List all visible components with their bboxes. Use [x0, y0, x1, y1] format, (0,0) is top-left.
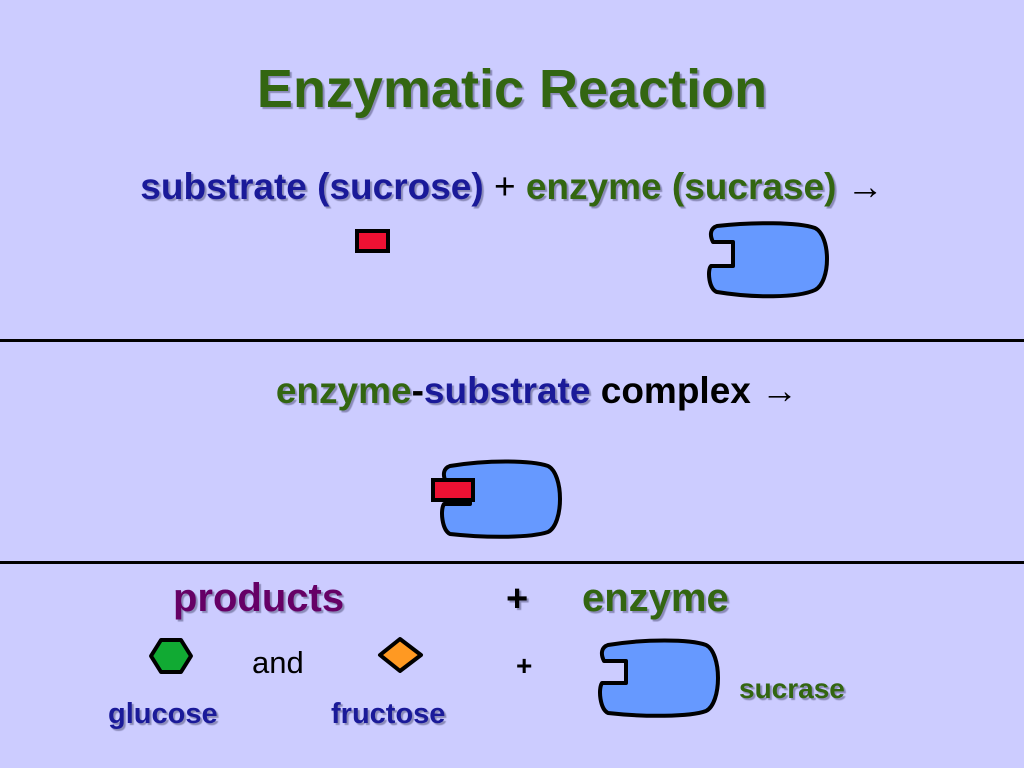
plus-sign: +	[493, 166, 516, 207]
fructose-shape	[378, 637, 423, 673]
equation-substrate-enzyme: substrate (sucrose) + enzyme (sucrase) →	[0, 166, 1024, 208]
reaction-arrow: →	[846, 166, 884, 207]
enzyme-label: enzyme (sucrase)	[525, 166, 837, 207]
products-label: products	[173, 576, 345, 620]
equation-complex: enzyme-substrate complex →	[0, 370, 1024, 412]
fructose-label: fructose	[331, 698, 446, 730]
glucose-shape	[149, 638, 193, 674]
divider-line-top	[0, 339, 1024, 342]
substrate-label: substrate (sucrose)	[140, 166, 484, 207]
and-label: and	[252, 645, 304, 680]
complex-enzyme-label: enzyme	[275, 370, 412, 411]
sucrase-enzyme-shape	[598, 638, 720, 718]
divider-line-bottom	[0, 561, 1024, 564]
slide-title: Enzymatic Reaction	[256, 59, 768, 119]
complex-hyphen: -	[411, 370, 424, 411]
complex-arrow: →	[761, 370, 799, 411]
plus-small-sign: +	[516, 650, 533, 681]
substrate-shape	[355, 229, 390, 253]
sucrase-label: sucrase	[739, 673, 845, 704]
products-plus-sign: +	[506, 578, 529, 620]
complex-label: complex	[600, 370, 751, 411]
enzyme-shape	[707, 221, 829, 299]
glucose-label: glucose	[108, 698, 218, 730]
products-enzyme-label: enzyme	[582, 576, 729, 620]
enzyme-substrate-complex-shape	[431, 459, 562, 539]
complex-substrate-label: substrate	[423, 370, 591, 411]
